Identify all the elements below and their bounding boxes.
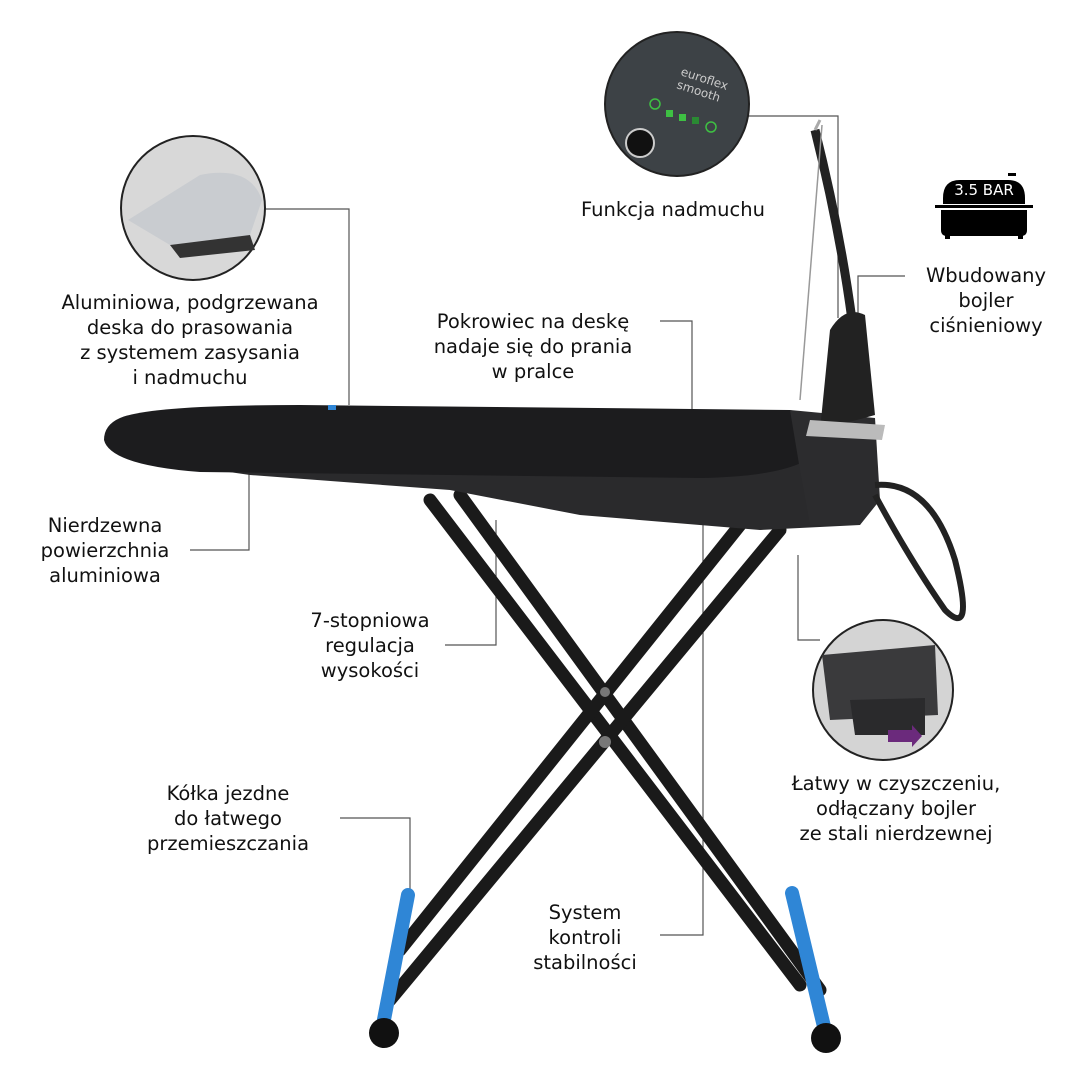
arrow-icon bbox=[888, 725, 922, 747]
callout-detachable-boiler: Łatwy w czyszczeniu, odłączany bojler ze… bbox=[792, 771, 1001, 846]
callout-line: aluminiowa bbox=[49, 564, 161, 587]
callout-line: Kółka jezdne bbox=[166, 782, 290, 805]
board-detail-circle bbox=[120, 135, 266, 281]
callout-line: stabilności bbox=[533, 951, 637, 974]
callout-line: do łatwego bbox=[174, 807, 282, 830]
pressure-badge-text: 3.5 BAR bbox=[954, 181, 1014, 199]
callout-height-adjustment: 7-stopniowa regulacja wysokości bbox=[310, 608, 429, 683]
detachable-boiler-detail-circle bbox=[812, 619, 954, 761]
callout-line: w pralce bbox=[491, 360, 575, 383]
pressure-boiler-icon: 3.5 BAR bbox=[935, 170, 1033, 240]
steam-iron bbox=[820, 312, 875, 430]
wheel-tubes bbox=[369, 886, 841, 1053]
callout-stability: System kontroli stabilności bbox=[533, 900, 637, 975]
steam-hose bbox=[810, 128, 857, 321]
callout-line: przemieszczania bbox=[146, 832, 310, 855]
callout-line: kontroli bbox=[548, 926, 622, 949]
control-panel-detail-circle: euroflex smooth bbox=[604, 31, 750, 177]
leader-lines bbox=[190, 115, 905, 936]
callout-line: ze stali nierdzewnej bbox=[799, 822, 993, 845]
wheel bbox=[369, 1018, 399, 1048]
callout-line: z systemem zasysania bbox=[80, 341, 300, 364]
callout-line: Nierdzewna bbox=[47, 514, 163, 537]
callout-wheels: Kółka jezdne do łatwego przemieszczania bbox=[147, 781, 309, 856]
boiler-unit bbox=[790, 410, 880, 525]
callout-line: bojler bbox=[958, 289, 1014, 312]
callout-line: Funkcja nadmuchu bbox=[581, 198, 765, 221]
hose-holder bbox=[799, 124, 823, 401]
callout-line: powierzchnia bbox=[40, 539, 170, 562]
callout-line: Pokrowiec na deskę bbox=[436, 310, 630, 333]
callout-line: nadaje się do prania bbox=[433, 335, 633, 358]
callout-line: wysokości bbox=[320, 659, 420, 682]
callout-blow-function: Funkcja nadmuchu bbox=[581, 197, 765, 222]
callout-line: Wbudowany bbox=[925, 264, 1047, 287]
callout-line: odłączany bojler bbox=[816, 797, 976, 820]
callout-line: Łatwy w czyszczeniu, bbox=[791, 772, 1001, 795]
wheel bbox=[811, 1023, 841, 1053]
callout-line: 7-stopniowa bbox=[310, 609, 430, 632]
callout-line: ciśnieniowy bbox=[929, 314, 1043, 337]
callout-boiler: Wbudowany bojler ciśnieniowy bbox=[926, 263, 1046, 338]
ironing-board-cover bbox=[104, 405, 821, 478]
callout-line: regulacja bbox=[325, 634, 415, 657]
callout-washable-cover: Pokrowiec na deskę nadaje się do prania … bbox=[434, 309, 633, 384]
callout-line: deska do prasowania bbox=[86, 316, 294, 339]
callout-line: Aluminiowa, podgrzewana bbox=[61, 291, 319, 314]
callout-line: i nadmuchu bbox=[132, 366, 248, 389]
callout-line: System bbox=[548, 901, 622, 924]
scissor-legs bbox=[383, 488, 827, 1007]
power-cord bbox=[872, 481, 966, 622]
callout-heated-board: Aluminiowa, podgrzewana deska do prasowa… bbox=[61, 290, 318, 390]
callout-stainless-surface: Nierdzewna powierzchnia aluminiowa bbox=[41, 513, 170, 588]
